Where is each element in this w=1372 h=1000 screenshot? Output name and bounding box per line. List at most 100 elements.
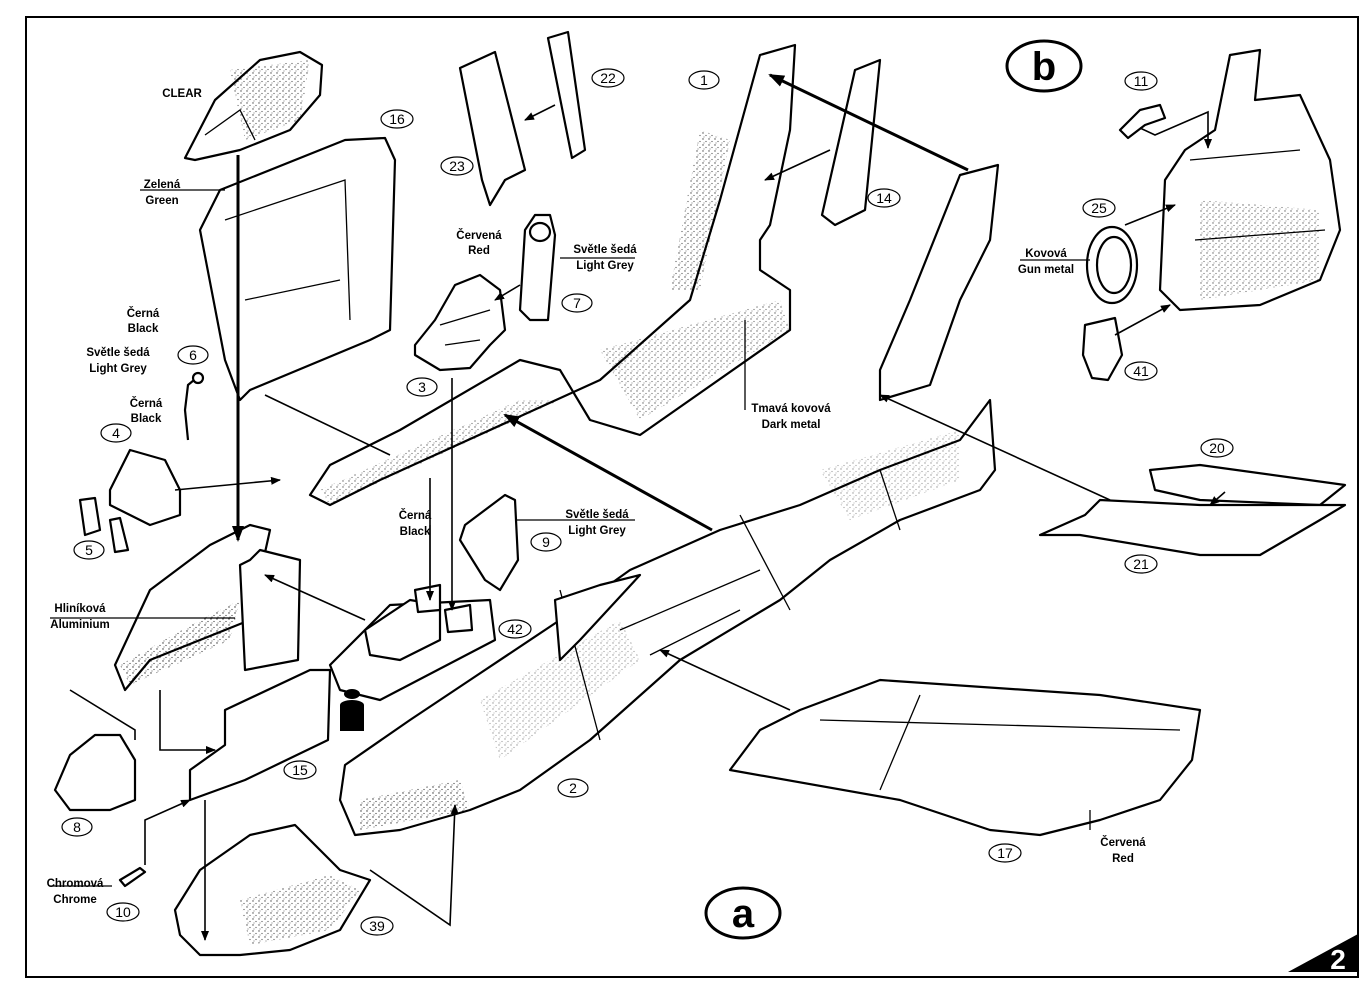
- svg-text:21: 21: [1133, 556, 1149, 572]
- arrow-22: [524, 104, 556, 121]
- part-11-shape: [1118, 103, 1167, 140]
- svg-text:16: 16: [389, 111, 405, 127]
- part-25-exhaust-ring: [1085, 225, 1139, 305]
- label-black-42: Black: [400, 526, 431, 538]
- label-light-grey-7: Light Grey: [576, 260, 634, 272]
- label-red-3: Red: [468, 245, 490, 257]
- page-number: 2: [1330, 944, 1346, 975]
- rudder-part-14: [820, 58, 882, 227]
- callout-20: 20: [1200, 438, 1234, 458]
- svg-text:41: 41: [1133, 363, 1149, 379]
- label-aluminium: Aluminium: [50, 619, 109, 631]
- callout-11: 11: [1124, 71, 1158, 91]
- svg-text:17: 17: [997, 845, 1013, 861]
- nose-panel-stipple: [120, 600, 240, 685]
- svg-text:11: 11: [1134, 73, 1149, 89]
- svg-text:14: 14: [876, 190, 892, 206]
- arrow-panel: [264, 574, 366, 621]
- panel-part-5a: [78, 496, 102, 537]
- page-border: [25, 16, 1359, 978]
- label-kovova: Kovová: [1025, 248, 1067, 260]
- callout-6: 6: [177, 345, 209, 365]
- label-gun-metal: Gun metal: [1018, 264, 1074, 276]
- intake-stipple: [240, 875, 360, 945]
- arrow-20: [1209, 491, 1226, 506]
- callout-9: 9: [530, 532, 562, 552]
- part-9-shape: [458, 493, 520, 592]
- wing-17-line: [819, 719, 1181, 731]
- part-41-shape: [1081, 316, 1124, 382]
- label-green: Green: [145, 195, 178, 207]
- panel-part-4: [108, 448, 182, 527]
- label-black-6: Black: [128, 323, 159, 335]
- callout-21: 21: [1124, 554, 1158, 574]
- arrow-14: [764, 149, 831, 181]
- arrow-21: [879, 394, 1111, 501]
- seat-back-part-7: [518, 213, 557, 322]
- arrow-17: [659, 649, 791, 711]
- callout-17: 17: [988, 843, 1022, 863]
- arrow-15: [159, 690, 216, 754]
- callout-10: 10: [106, 902, 140, 922]
- label-cerna-42: Černá: [399, 509, 432, 522]
- label-red-17: Red: [1112, 853, 1134, 865]
- label-cerna-4: Černá: [130, 397, 163, 410]
- svg-text:23: 23: [449, 158, 465, 174]
- svg-text:5: 5: [85, 542, 93, 558]
- svg-text:42: 42: [507, 621, 523, 637]
- wing-part-21: [1038, 498, 1347, 557]
- label-svetle-seda-6: Světle šedá: [86, 347, 150, 359]
- label-cervena-17: Červená: [1100, 836, 1146, 849]
- svg-text:a: a: [732, 892, 755, 936]
- label-svetle-seda-7: Světle šedá: [573, 244, 637, 256]
- label-cerna-6: Černá: [127, 307, 160, 320]
- arrow-to-fin: [768, 73, 969, 172]
- callout-14: 14: [867, 188, 901, 208]
- arrow-4: [174, 476, 281, 491]
- arrow-25: [1124, 204, 1176, 226]
- svg-text:b: b: [1032, 45, 1056, 89]
- callout-41: 41: [1124, 361, 1158, 381]
- ejection-seat-part-3: [413, 273, 507, 372]
- label-light-grey-6: Light Grey: [89, 363, 147, 375]
- label-dark-metal: Dark metal: [762, 419, 821, 431]
- pitot-tip: [191, 371, 205, 385]
- label-chrome: Chrome: [53, 894, 96, 906]
- chrome-part-10: [118, 866, 147, 888]
- callout-42: 42: [498, 619, 532, 639]
- svg-text:39: 39: [369, 918, 385, 934]
- callout-39: 39: [360, 916, 394, 936]
- arrow-7: [494, 284, 521, 301]
- label-light-grey-9: Light Grey: [568, 525, 626, 537]
- svg-text:20: 20: [1209, 440, 1225, 456]
- flap-part-20: [1148, 463, 1347, 507]
- callout-1: 1: [688, 70, 720, 90]
- tail-cone-detail: [1158, 48, 1342, 312]
- nose-bulkhead: [238, 548, 302, 672]
- fuselage-part-1: [308, 43, 797, 507]
- nose-cone-part-8: [53, 733, 137, 812]
- cockpit-tub-part-42: [328, 583, 497, 702]
- arrow-11: [1139, 110, 1212, 149]
- fin-right-half: [878, 163, 1000, 402]
- wing-17-line-b: [879, 694, 921, 791]
- callout-4: 4: [100, 423, 132, 443]
- arrow-aluminium: [69, 689, 136, 740]
- label-tmava-kovova: Tmavá kovová: [751, 403, 831, 415]
- label-black-4: Black: [131, 413, 162, 425]
- panel-part-5b: [108, 516, 130, 554]
- wing-part-17: [728, 678, 1202, 837]
- label-svetle-seda-9: Světle šedá: [565, 509, 629, 521]
- callout-25: 25: [1082, 198, 1116, 218]
- svg-text:7: 7: [573, 295, 581, 311]
- nose-cover-part-15: [188, 668, 332, 802]
- label-clear: CLEAR: [162, 88, 202, 100]
- callout-8: 8: [61, 817, 93, 837]
- label-hlinikova: Hliníková: [54, 603, 106, 615]
- label-zelena: Zelená: [144, 179, 181, 191]
- svg-text:3: 3: [418, 379, 426, 395]
- cockpit-opening: [553, 573, 642, 662]
- arrow-10: [144, 799, 191, 865]
- callout-16: 16: [380, 109, 414, 129]
